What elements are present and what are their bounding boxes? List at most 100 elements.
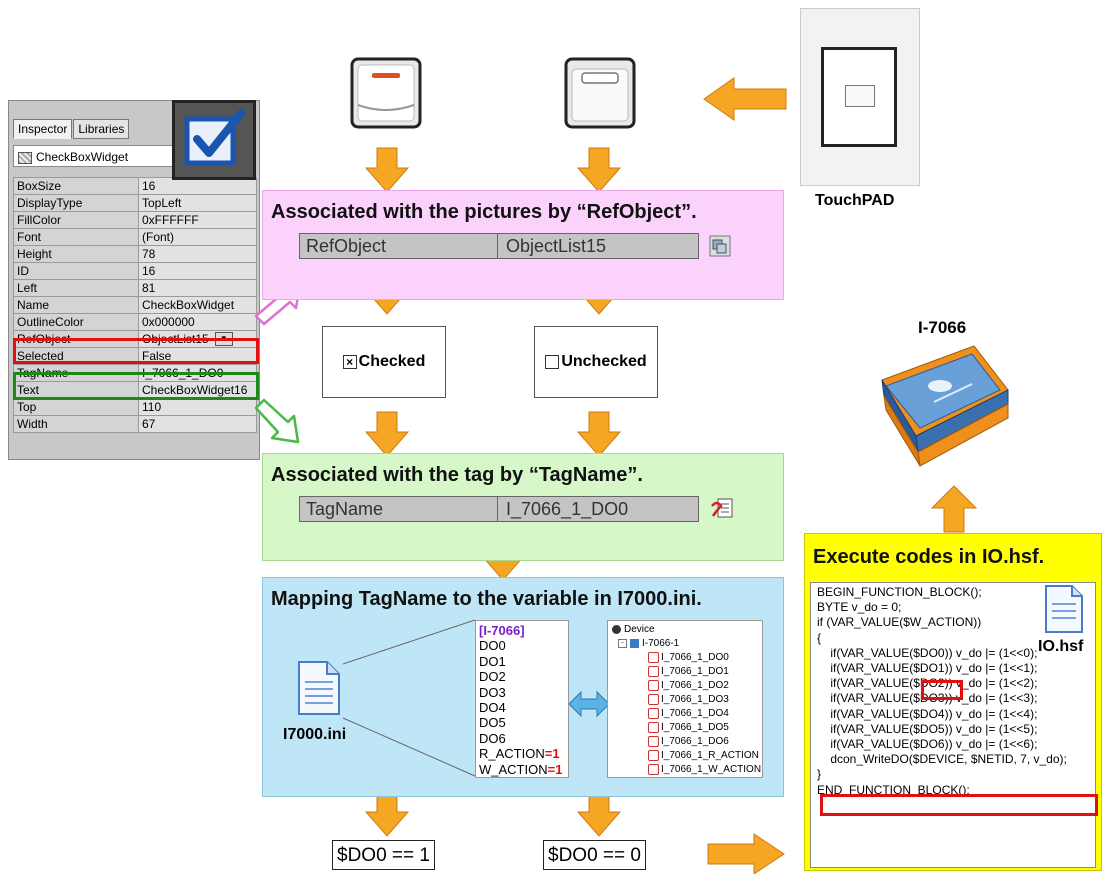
code-line: dcon_WriteDO($DEVICE, $NETID, 7, v_do); bbox=[817, 752, 1067, 767]
code-line: if(VAR_VALUE($DO5)) v_do |= (1<<5); bbox=[817, 721, 1038, 736]
switch-on-picture bbox=[348, 55, 424, 131]
mapping-section-title: Mapping TagName to the variable in I7000… bbox=[271, 588, 702, 610]
code-line: BEGIN_FUNCTION_BLOCK(); bbox=[817, 585, 982, 599]
ini-line: DO4 bbox=[479, 700, 565, 715]
property-value[interactable]: 16 bbox=[138, 262, 257, 280]
code-line: if (VAR_VALUE($W_ACTION)) bbox=[817, 615, 982, 630]
tree-leaf[interactable]: I_7066_1_R_ACTION bbox=[612, 749, 759, 763]
tree-leaf-label: I_7066_1_R_ACTION bbox=[661, 750, 759, 761]
arrow-down-icon bbox=[364, 411, 410, 457]
ini-line-text: R_ACTION bbox=[479, 746, 545, 762]
tree-leaf[interactable]: I_7066_1_W_ACTION bbox=[612, 763, 762, 777]
property-value[interactable]: False bbox=[138, 347, 257, 365]
arrow-down-icon bbox=[576, 791, 622, 837]
property-name: Left bbox=[13, 279, 139, 297]
tree-root[interactable]: Device bbox=[612, 623, 758, 637]
io-module-picture bbox=[862, 340, 1014, 480]
tree-leaf[interactable]: I_7066_1_DO2 bbox=[612, 679, 758, 693]
ini-line-text: W_ACTION bbox=[479, 761, 548, 777]
arrow-up-icon bbox=[930, 485, 978, 533]
ini-section-header: [I-7066] bbox=[479, 623, 525, 638]
property-value[interactable]: CheckBoxWidget bbox=[138, 296, 257, 314]
code-line: END_FUNCTION_BLOCK(); bbox=[817, 782, 970, 797]
widget-title-label: CheckBoxWidget bbox=[36, 150, 129, 164]
property-value[interactable]: TopLeft bbox=[138, 194, 257, 212]
tree-leaf[interactable]: I_7066_1_DO3 bbox=[612, 693, 758, 707]
property-value[interactable]: 78 bbox=[138, 245, 257, 263]
tree-node[interactable]: -I-7066-1 bbox=[612, 637, 758, 651]
tree-leaf-label: I_7066_1_DO0 bbox=[661, 652, 729, 663]
unchecked-label: Unchecked bbox=[561, 353, 647, 370]
tree-leaf[interactable]: I_7066_1_DO1 bbox=[612, 665, 758, 679]
tagname-property-bar[interactable]: TagName I_7066_1_DO0 bbox=[299, 496, 699, 522]
property-name: FillColor bbox=[13, 211, 139, 229]
property-value[interactable]: 81 bbox=[138, 279, 257, 297]
property-value[interactable]: 0xFFFFFF bbox=[138, 211, 257, 229]
property-name: Width bbox=[13, 415, 139, 433]
zoom-lines bbox=[342, 619, 476, 777]
writedo-highlight bbox=[820, 794, 1098, 816]
property-name: Top bbox=[13, 398, 139, 416]
tree-leaf[interactable]: I_7066_1_DO0 bbox=[612, 651, 758, 665]
property-value[interactable]: 110 bbox=[138, 398, 257, 416]
tagname-property-value: I_7066_1_DO0 bbox=[506, 499, 629, 519]
ini-list: [I-7066] DO0 DO1 DO2 DO3 DO4 DO5 DO6 R_A… bbox=[475, 620, 569, 778]
property-value[interactable]: 0x000000 bbox=[138, 313, 257, 331]
tree-leaf-label: I_7066_1_DO2 bbox=[661, 680, 729, 691]
tab-libraries[interactable]: Libraries bbox=[73, 119, 130, 139]
tagname-highlight bbox=[13, 372, 259, 400]
code-line: if(VAR_VALUE($DO0)) v_do |= (1<<0); bbox=[817, 645, 1038, 660]
tree-leaf[interactable]: I_7066_1_DO5 bbox=[612, 721, 758, 735]
tagname-section: Associated with the tag by “TagName”. Ta… bbox=[262, 453, 784, 561]
ini-line: R_ACTION=1 bbox=[479, 746, 565, 761]
ini-line-text: DO1 bbox=[479, 653, 506, 669]
double-arrow-icon bbox=[569, 690, 609, 718]
tree-leaf[interactable]: I_7066_1_DO6 bbox=[612, 735, 758, 749]
refobject-highlight bbox=[13, 338, 259, 364]
module-label: I-7066 bbox=[918, 318, 967, 337]
result-do0-zero: $DO0 == 0 bbox=[543, 840, 646, 870]
property-name: Height bbox=[13, 245, 139, 263]
ini-line: DO3 bbox=[479, 685, 565, 700]
ini-line: DO0 bbox=[479, 638, 565, 653]
code-line: if(VAR_VALUE($DO1)) v_do |= (1<<1); bbox=[817, 661, 1038, 676]
ini-line-suffix: =1 bbox=[547, 761, 563, 777]
collapse-icon[interactable]: - bbox=[618, 638, 627, 648]
property-value[interactable]: (Font) bbox=[138, 228, 257, 246]
ini-line-text: DO6 bbox=[479, 730, 506, 746]
code-line: } bbox=[817, 767, 822, 782]
ini-file-label: I7000.ini bbox=[283, 726, 347, 743]
object-list-icon[interactable] bbox=[709, 235, 731, 257]
refobject-property-name: RefObject bbox=[300, 234, 498, 258]
tab-inspector[interactable]: Inspector bbox=[13, 119, 73, 139]
property-name: Text bbox=[13, 381, 139, 399]
arrow-down-icon bbox=[576, 411, 622, 457]
property-row[interactable]: Font(Font) bbox=[13, 228, 257, 246]
ini-line: W_ACTION=1 bbox=[479, 762, 565, 777]
tree-leaf-label: I_7066_1_DO3 bbox=[661, 694, 729, 705]
tag-icon bbox=[648, 679, 659, 691]
arrow-down-icon bbox=[576, 147, 622, 193]
tree-leaf-label: I_7066_1_DO4 bbox=[661, 708, 729, 719]
refobject-property-bar[interactable]: RefObject ObjectList15 bbox=[299, 233, 699, 259]
tag-link-icon[interactable] bbox=[709, 496, 735, 522]
tree-leaf[interactable]: I_7066_1_DO4 bbox=[612, 707, 758, 721]
tree-leaf-label: I_7066_1_W_ACTION bbox=[661, 764, 762, 775]
ini-file-icon bbox=[298, 661, 340, 715]
property-value[interactable]: 67 bbox=[138, 415, 257, 433]
tree-leaf-label: I_7066_1_DO5 bbox=[661, 722, 729, 733]
touchpad-label: TouchPAD bbox=[815, 192, 895, 209]
